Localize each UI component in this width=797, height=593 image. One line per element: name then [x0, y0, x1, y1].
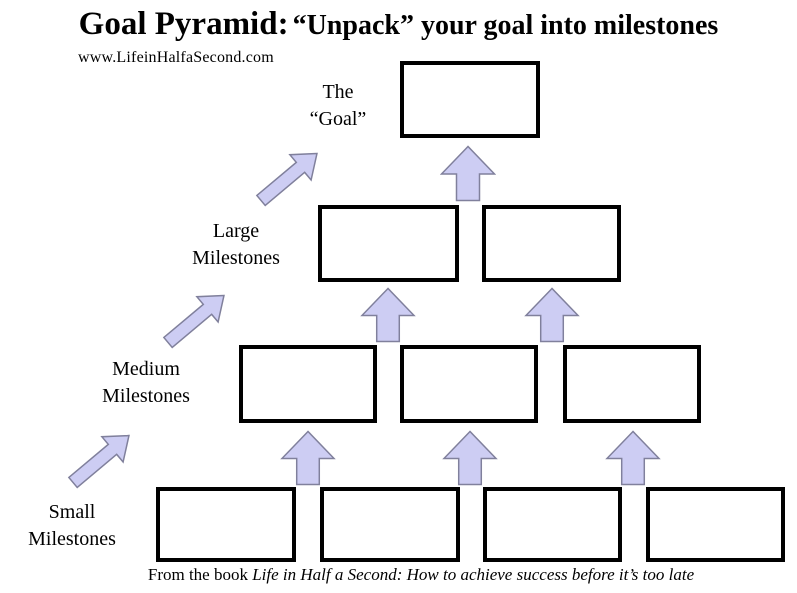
small-milestone-box-1 — [156, 487, 296, 562]
label-small-line1: Small — [48, 501, 96, 523]
website-url: www.LifeinHalfaSecond.com — [78, 49, 274, 66]
label-small-milestones: Small Milestones — [2, 499, 142, 553]
label-large-line2: Milestones — [192, 247, 280, 269]
large-milestone-box-1 — [318, 205, 459, 282]
goal-box — [400, 61, 540, 138]
label-medium-milestones: Medium Milestones — [76, 356, 216, 410]
label-medium-line2: Milestones — [102, 385, 190, 407]
large-milestone-box-2 — [482, 205, 621, 282]
diagonal-up-right-arrow-icon — [155, 281, 236, 357]
label-the-goal-line1: The — [322, 81, 354, 103]
page-title: Goal Pyramid: “Unpack” your goal into mi… — [0, 6, 797, 43]
medium-milestone-box-3 — [563, 345, 701, 423]
label-the-goal-line2: “Goal” — [309, 108, 367, 130]
book-attribution: From the book Life in Half a Second: How… — [45, 565, 797, 585]
medium-milestone-box-2 — [400, 345, 538, 423]
label-the-goal: The “Goal” — [278, 79, 398, 133]
label-large-milestones: Large Milestones — [166, 218, 306, 272]
up-arrow-icon — [360, 287, 416, 343]
up-arrow-icon — [524, 287, 580, 343]
label-large-line1: Large — [212, 220, 260, 242]
up-arrow-icon — [280, 430, 336, 486]
up-arrow-icon — [440, 145, 496, 202]
diagonal-up-right-arrow-icon — [60, 421, 141, 497]
diagonal-up-right-arrow-icon — [248, 139, 329, 215]
book-attribution-prefix: From the book — [147, 565, 253, 584]
small-milestone-box-4 — [646, 487, 785, 562]
label-medium-line1: Medium — [112, 358, 180, 380]
page-title-primary: Goal Pyramid: — [78, 6, 289, 42]
label-small-line2: Milestones — [28, 528, 116, 550]
up-arrow-icon — [605, 430, 661, 486]
small-milestone-box-3 — [483, 487, 622, 562]
page-title-secondary: “Unpack” your goal into milestones — [292, 10, 719, 41]
up-arrow-icon — [442, 430, 498, 486]
book-attribution-title: Life in Half a Second: How to achieve su… — [252, 565, 695, 584]
medium-milestone-box-1 — [239, 345, 377, 423]
small-milestone-box-2 — [320, 487, 460, 562]
